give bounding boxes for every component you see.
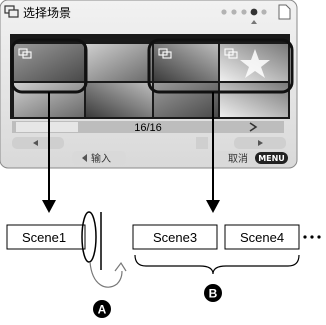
triangle-left-icon <box>33 140 38 146</box>
enter-button-label: 输入 <box>91 152 111 165</box>
page-dot <box>241 9 247 15</box>
menu-button-label: MENU <box>258 154 285 163</box>
star-highlight-icon <box>240 49 270 78</box>
page-dot <box>261 9 267 15</box>
ellipsis-icon <box>303 235 321 239</box>
page-dot <box>231 9 237 15</box>
pager-bar: 16/16 <box>12 121 284 134</box>
page-button[interactable] <box>196 137 208 149</box>
enter-button[interactable] <box>72 151 126 165</box>
enter-arrow-icon <box>82 154 87 162</box>
curved-arrow <box>89 261 123 288</box>
thumbnail-scene3[interactable] <box>154 44 218 81</box>
page-indicator: 16/16 <box>134 122 162 134</box>
arrows <box>42 92 220 213</box>
cancel-button-label: 取消 <box>228 152 248 165</box>
thumbnail[interactable] <box>86 44 152 81</box>
scene3-label: Scene3 <box>153 230 197 245</box>
thumbnail[interactable] <box>220 83 288 117</box>
up-triangle-icon <box>251 20 257 24</box>
scroll-thumb[interactable] <box>16 122 78 132</box>
page-dot <box>221 9 227 15</box>
scene1-box <box>6 224 86 250</box>
camera-lcd-screen: 选择场景 <box>0 0 298 169</box>
card-icon <box>278 4 291 20</box>
marker-b-badge <box>204 284 222 302</box>
screen-header: 选择场景 <box>4 4 291 24</box>
thumbnail[interactable] <box>154 83 218 117</box>
scene1-label: Scene1 <box>22 230 66 245</box>
scene4-label: Scene4 <box>240 230 284 245</box>
screen-title: 选择场景 <box>23 6 71 20</box>
bottom-toolbar: 输入 取消 MENU <box>12 137 290 165</box>
brace <box>134 254 300 275</box>
curved-arrowhead-icon <box>114 261 127 272</box>
chevron-right-icon[interactable] <box>249 122 258 132</box>
thumbnail[interactable] <box>86 83 152 117</box>
marker-a-label: A <box>98 303 107 317</box>
page-dots <box>221 8 267 24</box>
menu-button[interactable] <box>255 152 288 164</box>
scene-boxes: Scene1 Scene3 Scene4 <box>6 212 321 270</box>
marker-a-badge <box>93 300 111 318</box>
triangle-right-icon <box>258 140 263 146</box>
page-dot-active <box>250 8 258 16</box>
scene-select-icon <box>4 5 19 18</box>
selection-frame-scene3-4 <box>147 38 294 94</box>
thumbnail-scene1[interactable] <box>14 44 84 81</box>
scene3-box <box>132 224 218 250</box>
join-ellipse <box>81 211 97 263</box>
arrowhead-icon <box>42 200 56 213</box>
group-brace: B <box>134 254 300 302</box>
arrowhead-icon <box>206 200 220 213</box>
scene4-box <box>224 224 300 250</box>
marker-b-label: B <box>209 287 218 301</box>
merge-indicator: A <box>81 211 127 318</box>
